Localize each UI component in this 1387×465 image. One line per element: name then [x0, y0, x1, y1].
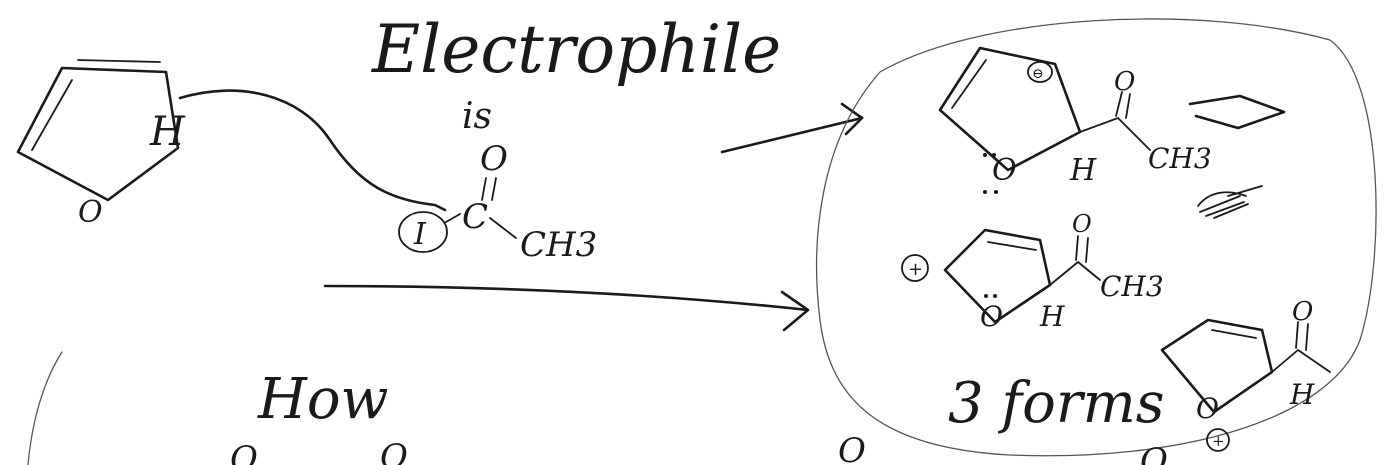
reaction-arrow-upper-head: [840, 102, 864, 136]
bottom-fragment-1: O: [230, 439, 258, 465]
form3-ring: [1160, 318, 1274, 414]
leaving-group-label: I: [413, 217, 427, 252]
is-label: is: [462, 96, 492, 137]
form2-double-bond: [987, 241, 1037, 251]
form2-side-chain: [1049, 261, 1101, 286]
c-ch3-bond: [489, 217, 517, 239]
reaction-arrow-upper: [720, 116, 864, 154]
how-label: How: [257, 367, 388, 432]
furan-molecule: O H: [16, 59, 186, 230]
form3-charge: +: [1212, 432, 1225, 450]
form2-oxygen: O: [980, 300, 1003, 333]
form1-lone-pair-dot: [983, 190, 987, 194]
products-enclosing-circle: [816, 18, 1377, 457]
form3-carbonyl-oxygen: O: [1292, 297, 1313, 327]
form1-carbonyl-double-bond: [1115, 91, 1131, 119]
bottom-fragment-4: O: [1140, 441, 1168, 465]
acetyl-iodide-molecule: O C I CH3: [398, 139, 597, 265]
form2-methyl: CH3: [1100, 270, 1164, 303]
methyl-label: CH3: [520, 225, 597, 265]
bottom-fragment-2: O: [380, 437, 408, 465]
form2-charge: +: [908, 259, 923, 280]
resonance-form-3: O + O H: [1160, 297, 1331, 452]
form3-side-chain: [1271, 349, 1331, 373]
form3-carbonyl-double-bond: [1295, 321, 1309, 351]
carbonyl-double-bond: [481, 177, 497, 201]
form2-charge-circle: [901, 254, 929, 282]
furan-double-bond-top: [77, 59, 161, 63]
form3-hydrogen: H: [1289, 378, 1315, 411]
form2-lone-pair-dot: [984, 294, 988, 298]
three-forms-label: 3 forms: [948, 371, 1164, 436]
reaction-arrow-lower-head: [780, 290, 810, 332]
form2-ring: [943, 228, 1052, 324]
form1-hydrogen: H: [1069, 153, 1097, 188]
form2-carbonyl-double-bond: [1075, 235, 1089, 263]
leaving-group-circle: [398, 211, 448, 253]
scribbled-mark: [1197, 185, 1263, 219]
c-i-bond: [445, 213, 461, 223]
form1-lone-pair-dot: [992, 153, 996, 157]
furan-ring: [16, 66, 180, 202]
bottom-fragment-3: O: [838, 431, 866, 465]
form1-double-bond: [951, 59, 987, 109]
form2-lone-pair-dot: [993, 294, 997, 298]
form3-double-bond: [1211, 329, 1257, 339]
resonance-form-1: ⊖ O H O CH3: [938, 46, 1286, 194]
furan-oxygen-label: O: [78, 195, 103, 230]
carbonyl-carbon-label: C: [462, 197, 488, 237]
form1-lone-pair-dot: [994, 190, 998, 194]
furan-double-bond-left: [31, 79, 73, 151]
electrophile-heading: Electrophile: [371, 11, 781, 88]
furan-hydrogen-label: H: [149, 109, 186, 155]
resonance-form-2: + O H O CH3: [901, 210, 1164, 333]
form1-oxygen: O: [992, 153, 1017, 188]
form3-oxygen: O: [1196, 392, 1219, 425]
reaction-arrow-lower: [323, 284, 810, 312]
form2-carbonyl-oxygen: O: [1072, 210, 1092, 238]
form1-charge-circle: [1027, 61, 1053, 83]
form3-charge-circle: [1206, 428, 1230, 452]
form1-carbonyl-oxygen: O: [1114, 67, 1135, 97]
form1-ring: [938, 46, 1082, 172]
form1-lone-pair-dot: [983, 153, 987, 157]
form2-hydrogen: H: [1039, 300, 1065, 333]
mechanism-curved-arrow: [178, 89, 447, 212]
form1-charge: ⊖: [1032, 66, 1044, 82]
form1-methyl: CH3: [1148, 142, 1212, 175]
margin-curve: [27, 351, 63, 465]
form1-side-chain: [1079, 117, 1151, 151]
resonance-arrow: [1188, 94, 1286, 130]
carbonyl-oxygen-label: O: [480, 139, 508, 179]
